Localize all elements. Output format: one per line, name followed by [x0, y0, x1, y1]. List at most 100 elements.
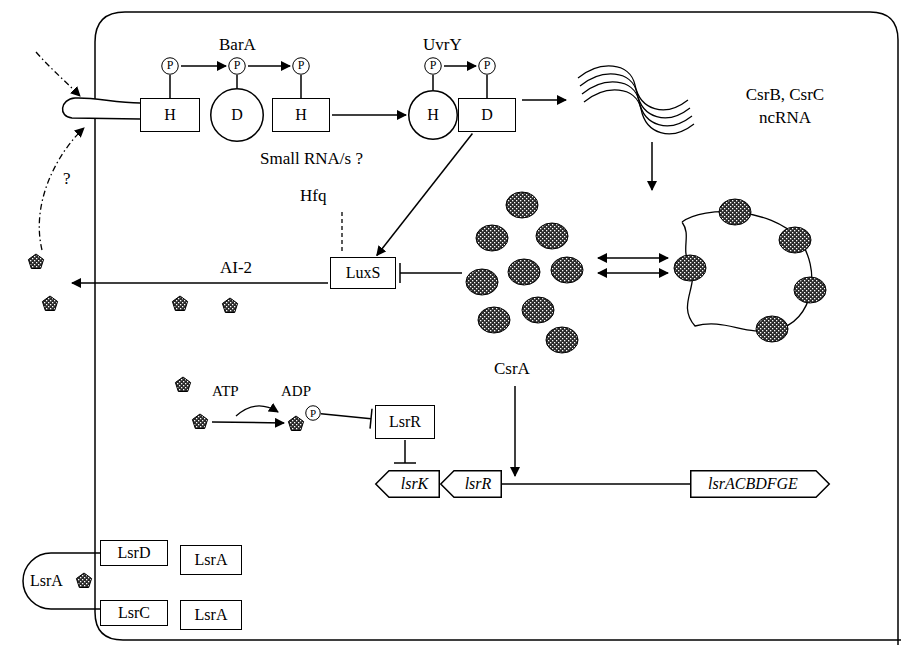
export-arrow	[72, 282, 328, 284]
transporter-subunit: LsrA	[22, 552, 102, 610]
node-text: LsrD	[118, 544, 151, 562]
csra-protein	[551, 257, 583, 283]
circle-outline	[211, 89, 264, 142]
node-text: LsrR	[389, 413, 421, 431]
rna-strand	[580, 74, 690, 118]
signal-arrow	[36, 52, 80, 96]
uncertainty-mark: ?	[63, 168, 71, 191]
sensor-domain	[63, 98, 140, 119]
csra-protein	[476, 225, 508, 251]
node-text: H	[427, 106, 439, 124]
histidine-kinase-domain: H	[272, 98, 330, 132]
csra-protein	[466, 269, 498, 295]
phosphate-circle: P	[478, 57, 496, 75]
connector-line	[321, 414, 371, 419]
connector-line	[486, 75, 488, 98]
rna-strand	[584, 90, 694, 134]
protein-box: LuxS	[330, 257, 396, 289]
node-text: LsrA	[195, 606, 228, 624]
phosphate-circle: P	[305, 405, 321, 421]
cofactor-name: ATP	[212, 381, 239, 401]
circle-outline	[409, 91, 458, 140]
cofactor-arrow	[236, 406, 278, 416]
connector-line	[432, 75, 434, 90]
transporter-subunit: LsrA	[180, 600, 242, 630]
ai2-molecule	[192, 414, 207, 429]
rna-name: CsrB, CsrC ncRNA	[733, 84, 837, 130]
ai2-molecule	[76, 573, 91, 588]
phosphate-circle: P	[292, 57, 310, 75]
annotation: Small RNA/s ?	[260, 148, 363, 171]
gene-arrow: lsrACBDFGE	[690, 470, 830, 498]
ai2-molecule	[175, 377, 190, 392]
node-text: LuxS	[346, 264, 381, 282]
csra-protein	[506, 192, 538, 218]
node-text: D	[481, 106, 493, 124]
node-text: H	[164, 106, 176, 124]
repression-bar	[394, 462, 416, 464]
node-text: P	[310, 407, 316, 419]
circle-outline	[425, 58, 442, 75]
node-text: P	[167, 59, 174, 72]
circle-outline	[479, 58, 496, 75]
rna-strand	[578, 66, 688, 110]
phosphate-circle: P	[424, 57, 442, 75]
gene-arrow: lsrR	[440, 470, 502, 498]
node-text: H	[295, 106, 307, 124]
transporter-subunit: LsrA	[180, 545, 242, 575]
cofactor-name: ADP	[281, 381, 311, 401]
phosphate-circle: P	[228, 57, 246, 75]
node-text: lsrACBDFGE	[708, 475, 798, 493]
phospho-ai2-molecule	[288, 416, 303, 431]
gene-arrow: lsrK	[375, 470, 440, 498]
dashed-link	[341, 212, 342, 253]
connector-line	[169, 75, 171, 98]
csra-protein	[794, 277, 826, 303]
activation-arrow	[514, 386, 516, 476]
repressor-box: LsrR	[375, 405, 435, 439]
gene-arrow-outline	[441, 471, 502, 498]
ncrna-strands	[578, 66, 694, 134]
csra-protein	[508, 259, 540, 285]
exchange-arrow	[598, 257, 668, 259]
activation-arrow	[522, 99, 566, 101]
rna-strand	[582, 82, 692, 126]
csra-protein	[719, 199, 751, 225]
ai2-molecule	[222, 298, 237, 313]
csra-protein	[536, 223, 568, 249]
receiver-domain: D	[210, 88, 264, 142]
node-text: LsrA	[30, 572, 63, 590]
node-text: D	[231, 106, 243, 124]
repression-line	[404, 440, 406, 463]
connector-arrow	[444, 65, 476, 67]
connector-line	[236, 75, 238, 88]
inhibition-line	[400, 272, 462, 274]
csra-protein	[522, 297, 554, 323]
connector-line	[502, 483, 690, 485]
protein-name: BarA	[219, 34, 256, 57]
node-text: P	[484, 59, 491, 72]
node-text: LsrC	[118, 604, 150, 622]
csra-protein	[779, 227, 811, 253]
exchange-arrow	[598, 272, 668, 274]
ai2-molecule	[42, 296, 57, 311]
receiver-domain: D	[458, 98, 516, 132]
ai2-molecule	[172, 296, 187, 311]
circle-outline	[229, 58, 246, 75]
protein-name: UvrY	[423, 34, 462, 57]
connector-line	[300, 75, 302, 98]
connector-arrow	[332, 114, 406, 116]
gene-arrow-outline	[691, 471, 830, 498]
histidine-domain: H	[408, 90, 458, 140]
node-text: lsrK	[401, 475, 429, 493]
csra-protein	[674, 255, 706, 281]
inhibition-bar	[399, 263, 401, 283]
transporter-subunit: LsrC	[100, 600, 168, 626]
phosphate-circle: P	[161, 57, 179, 75]
transporter-subunit: LsrD	[100, 540, 168, 566]
ai2-molecule	[28, 254, 43, 269]
histidine-kinase-domain: H	[140, 98, 200, 132]
transporter-outline	[23, 553, 102, 609]
node-text: P	[234, 59, 241, 72]
